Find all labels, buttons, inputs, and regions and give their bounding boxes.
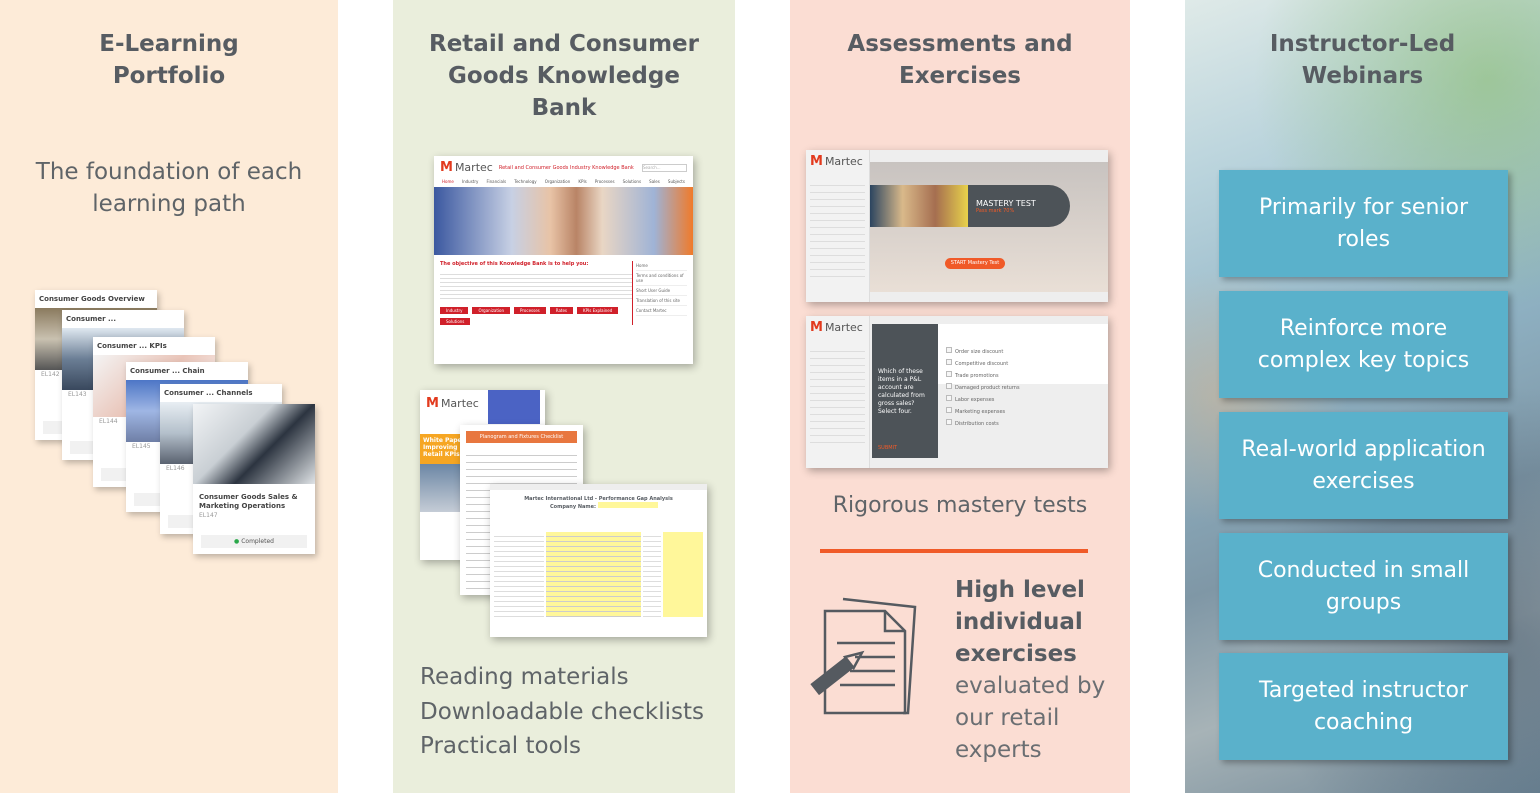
column-subtitle: The foundation of each learning path bbox=[35, 159, 303, 217]
list-item: Reading materials bbox=[420, 664, 629, 690]
side-link[interactable]: Translation of this site bbox=[636, 296, 687, 306]
course-title: Consumer Goods Sales & Marketing Operati… bbox=[199, 493, 298, 510]
knowledge-bank-column: Retail and Consumer Goods Knowledge Bank… bbox=[393, 0, 735, 793]
column-title: Instructor-Led Webinars bbox=[1269, 31, 1456, 89]
objective-heading: The objective of this Knowledge Bank is … bbox=[440, 261, 589, 267]
quiz-option-checkbox[interactable]: Competitive discount bbox=[946, 358, 1020, 370]
course-title: Consumer ... bbox=[66, 315, 116, 323]
diagram-node: Industry bbox=[440, 307, 469, 314]
course-code: EL147 bbox=[199, 512, 218, 519]
quiz-option-checkbox[interactable]: Distribution costs bbox=[946, 418, 1020, 430]
company-label: Company Name: bbox=[550, 504, 596, 510]
diagram-node: Rates bbox=[549, 307, 574, 314]
divider bbox=[820, 549, 1088, 553]
course-thumbnail bbox=[193, 404, 315, 484]
diagram-node: Processes bbox=[514, 307, 546, 314]
nav-item[interactable]: KPIs bbox=[578, 179, 587, 184]
quiz-option-checkbox[interactable]: Marketing expenses bbox=[946, 406, 1020, 418]
exercise-description: High level individual exercises evaluate… bbox=[955, 574, 1115, 766]
diagram-node: KPIs Explained bbox=[577, 307, 619, 314]
spreadsheet-tool: Martec International Ltd - Performance G… bbox=[490, 484, 707, 637]
list-item: Downloadable checklists bbox=[420, 698, 704, 725]
course-card[interactable]: Consumer Goods Sales & Marketing Operati… bbox=[193, 404, 315, 554]
webinar-point: Conducted in small groups bbox=[1219, 533, 1508, 640]
spreadsheet-title: Martec International Ltd - Performance G… bbox=[524, 496, 673, 502]
webinar-point: Primarily for senior roles bbox=[1219, 170, 1508, 277]
side-link[interactable]: Short User Guide bbox=[636, 286, 687, 296]
course-code: EL143 bbox=[68, 391, 87, 398]
side-link[interactable]: Home bbox=[636, 261, 687, 271]
course-code: EL145 bbox=[132, 443, 151, 450]
nav-item[interactable]: Processes bbox=[594, 179, 615, 184]
site-title: Retail and Consumer Goods Industry Knowl… bbox=[498, 164, 634, 171]
side-link[interactable]: Contact Martec bbox=[636, 306, 687, 316]
quiz-option-checkbox[interactable]: Damaged product returns bbox=[946, 382, 1020, 394]
exercise-heading: High level individual exercises bbox=[955, 577, 1085, 667]
nav-item[interactable]: Industry bbox=[461, 179, 479, 184]
course-code: EL142 bbox=[41, 371, 60, 378]
course-title: Consumer Goods Overview bbox=[39, 295, 145, 303]
start-mastery-test-button[interactable]: START Mastery Test bbox=[945, 258, 1005, 269]
check-icon: ● bbox=[234, 538, 240, 545]
nav-item[interactable]: Organization bbox=[544, 179, 571, 184]
site-nav: Home Industry Financials Technology Organiza… bbox=[434, 179, 693, 187]
quiz-option-checkbox[interactable]: Trade promotions bbox=[946, 370, 1020, 382]
nav-item[interactable]: Solutions bbox=[622, 179, 642, 184]
course-title: Consumer ... Chain bbox=[130, 367, 205, 375]
column-title: E-Learning Portfolio bbox=[99, 31, 239, 89]
knowledge-bank-items: Reading materials Downloadable checklist… bbox=[420, 660, 704, 764]
course-title: Consumer ... Channels bbox=[164, 389, 253, 397]
mastery-test-heading: MASTERY TEST bbox=[976, 199, 1036, 208]
nav-item[interactable]: Financials bbox=[486, 179, 507, 184]
column-title: Retail and Consumer Goods Knowledge Bank bbox=[429, 31, 699, 121]
nav-item[interactable]: Home bbox=[442, 179, 454, 184]
nav-item[interactable]: Sales bbox=[649, 179, 660, 184]
pass-mark: Pass mark 70% bbox=[976, 208, 1015, 214]
exercise-detail: evaluated by our retail experts bbox=[955, 673, 1106, 763]
checklist-title: Planogram and Fixtures Checklist bbox=[466, 431, 577, 443]
quiz-option-checkbox[interactable]: Order size discount bbox=[946, 346, 1020, 358]
list-item: Practical tools bbox=[420, 733, 582, 759]
course-status-button[interactable]: ● Completed bbox=[201, 535, 307, 548]
side-link[interactable]: Terms and conditions of use bbox=[636, 271, 687, 286]
hero-image bbox=[434, 187, 693, 255]
search-input[interactable]: Search... bbox=[642, 163, 687, 172]
course-code: EL146 bbox=[166, 465, 185, 472]
diagram-node: Solutions bbox=[440, 318, 471, 325]
webinar-point: Targeted instructor coaching bbox=[1219, 653, 1508, 760]
course-code: EL144 bbox=[99, 418, 118, 425]
mastery-caption: Rigorous mastery tests bbox=[832, 493, 1088, 518]
document-pencil-icon bbox=[810, 597, 917, 715]
quiz-option-checkbox[interactable]: Labor expenses bbox=[946, 394, 1020, 406]
nav-item[interactable]: Subjects bbox=[667, 179, 685, 184]
webinar-point: Reinforce more complex key topics bbox=[1219, 291, 1508, 398]
status-label: Completed bbox=[241, 538, 274, 545]
webinar-point: Real-world application exercises bbox=[1219, 412, 1508, 519]
column-title: Assessments and Exercises bbox=[847, 31, 1073, 89]
diagram-node: Organization bbox=[472, 307, 511, 314]
nav-item[interactable]: Technology bbox=[514, 179, 537, 184]
submit-button[interactable]: SUBMIT bbox=[878, 445, 898, 451]
quiz-question: Which of these items in a P&L account ar… bbox=[878, 368, 925, 415]
course-title: Consumer ... KPIs bbox=[97, 342, 167, 350]
elearning-column: E-Learning Portfolio The foundation of e… bbox=[0, 0, 338, 793]
